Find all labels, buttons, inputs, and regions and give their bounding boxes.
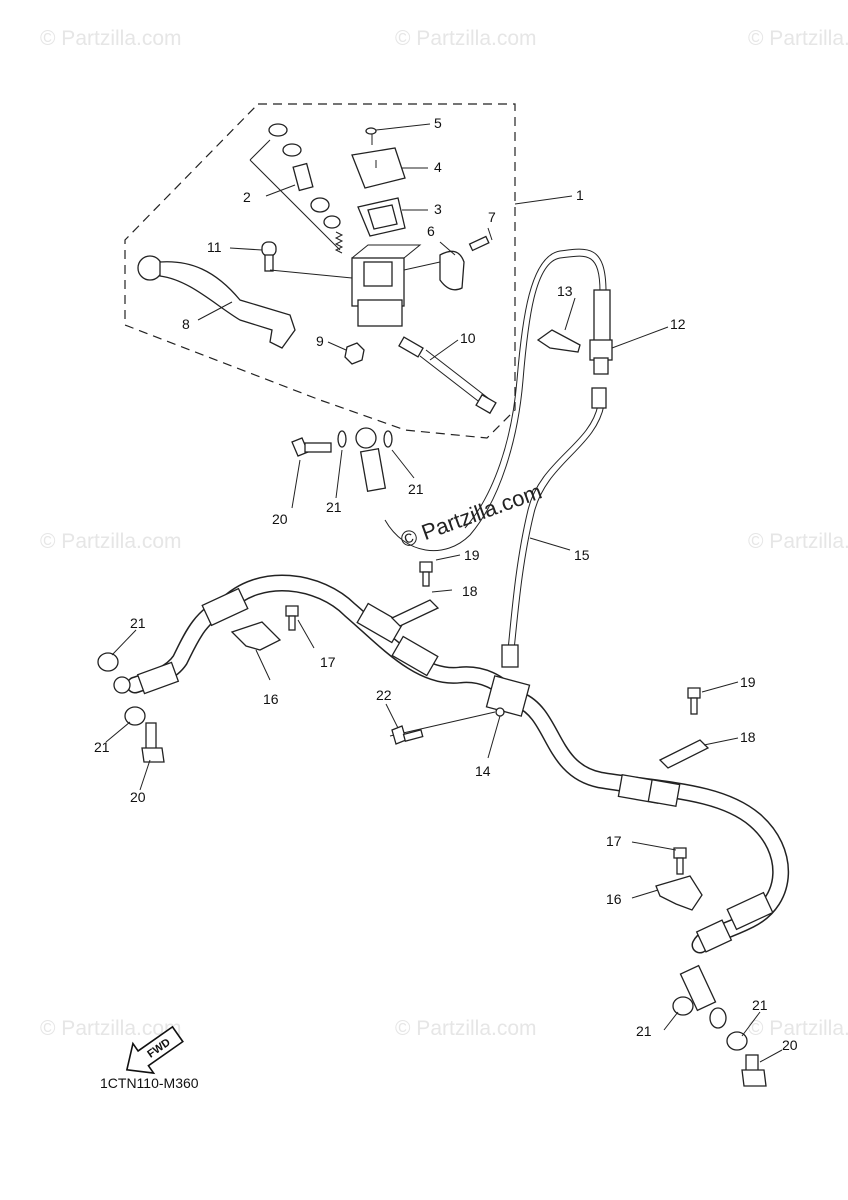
watermark: © Partzilla.com xyxy=(40,27,182,50)
callout-16: 16 xyxy=(263,691,279,707)
clamp-18 xyxy=(390,599,440,627)
callout-21: 21 xyxy=(408,481,424,497)
callout-5: 5 xyxy=(434,115,442,131)
callout-4: 4 xyxy=(434,159,442,175)
brake-pipe-15 xyxy=(501,387,607,668)
brake-switch xyxy=(398,336,497,415)
callout-19: 19 xyxy=(464,547,480,563)
bolt-17 xyxy=(673,847,687,875)
clamp-18 xyxy=(658,739,710,769)
hose-fitting-upper xyxy=(355,427,387,493)
washer xyxy=(337,430,347,448)
brake-hose-main xyxy=(126,574,790,954)
callout-21: 21 xyxy=(130,615,146,631)
callout-22: 22 xyxy=(376,687,392,703)
callout-21: 21 xyxy=(94,739,110,755)
callout-7: 7 xyxy=(488,209,496,225)
diaphragm xyxy=(357,197,406,237)
callout-18: 18 xyxy=(462,583,478,599)
piston-kit xyxy=(249,123,344,254)
banjo-bolt-lower-left xyxy=(141,722,165,763)
master-cylinder-body xyxy=(351,244,422,327)
callout-8: 8 xyxy=(182,316,190,332)
callout-19: 19 xyxy=(740,674,756,690)
screw-5 xyxy=(365,127,377,145)
watermark: © Partzilla.com xyxy=(748,27,848,50)
callout-21: 21 xyxy=(752,997,768,1013)
pivot-bolt-11 xyxy=(261,241,353,279)
holder-6 xyxy=(403,250,465,291)
watermark: © Partzilla.com xyxy=(748,1017,848,1040)
joint-block-14 xyxy=(389,675,531,737)
washer xyxy=(672,996,694,1016)
callout-6: 6 xyxy=(427,223,435,239)
watermark: © Partzilla.com xyxy=(395,1017,537,1040)
washer xyxy=(97,652,119,672)
callout-9: 9 xyxy=(316,333,324,349)
callout-2: 2 xyxy=(243,189,251,205)
callout-12: 12 xyxy=(670,316,686,332)
callouts: 1 2 3 4 5 6 7 8 9 10 11 12 13 14 15 16 1… xyxy=(94,115,798,1053)
washer xyxy=(124,706,146,726)
washer xyxy=(726,1031,748,1051)
banjo-bolt-lower-right xyxy=(741,1054,767,1087)
callout-20: 20 xyxy=(782,1037,798,1053)
assembly-outline xyxy=(124,103,516,439)
hose-banjo xyxy=(113,676,131,694)
washer xyxy=(383,430,393,448)
callout-13: 13 xyxy=(557,283,573,299)
watermark: © Partzilla.com xyxy=(748,530,848,553)
watermark: © Partzilla.com xyxy=(40,530,182,553)
watermark: © Partzilla.com xyxy=(40,1017,182,1040)
hose-fitting-lower-right xyxy=(679,964,727,1029)
callout-21: 21 xyxy=(636,1023,652,1039)
callout-20: 20 xyxy=(272,511,288,527)
watermarks: © Partzilla.com © Partzilla.com © Partzi… xyxy=(40,27,848,1040)
bolt-22 xyxy=(391,725,424,745)
callout-11: 11 xyxy=(207,239,222,255)
callout-17: 17 xyxy=(320,654,336,670)
clamp-13 xyxy=(536,329,581,353)
bracket-16 xyxy=(655,875,703,911)
leader-lines xyxy=(105,123,783,1063)
callout-14: 14 xyxy=(475,763,491,779)
bolt-17 xyxy=(285,605,299,631)
callout-10: 10 xyxy=(460,330,476,346)
callout-3: 3 xyxy=(434,201,442,217)
reservoir-cap xyxy=(351,147,406,189)
watermark: © Partzilla.com xyxy=(395,27,537,50)
callout-20: 20 xyxy=(130,789,146,805)
bracket-16 xyxy=(230,621,282,651)
callout-16: 16 xyxy=(606,891,622,907)
callout-15: 15 xyxy=(574,547,590,563)
callout-17: 17 xyxy=(606,833,622,849)
callout-18: 18 xyxy=(740,729,756,745)
bolt-19 xyxy=(687,687,701,715)
nut-9 xyxy=(344,342,365,365)
callout-21: 21 xyxy=(326,499,342,515)
bolt-19 xyxy=(419,561,433,587)
diagram-code: 1CTN110-M360 xyxy=(100,1075,199,1091)
banjo-bolt-upper xyxy=(291,437,332,457)
callout-1: 1 xyxy=(576,187,584,203)
brake-hose-12 xyxy=(384,248,613,551)
bolt-7 xyxy=(468,235,490,252)
